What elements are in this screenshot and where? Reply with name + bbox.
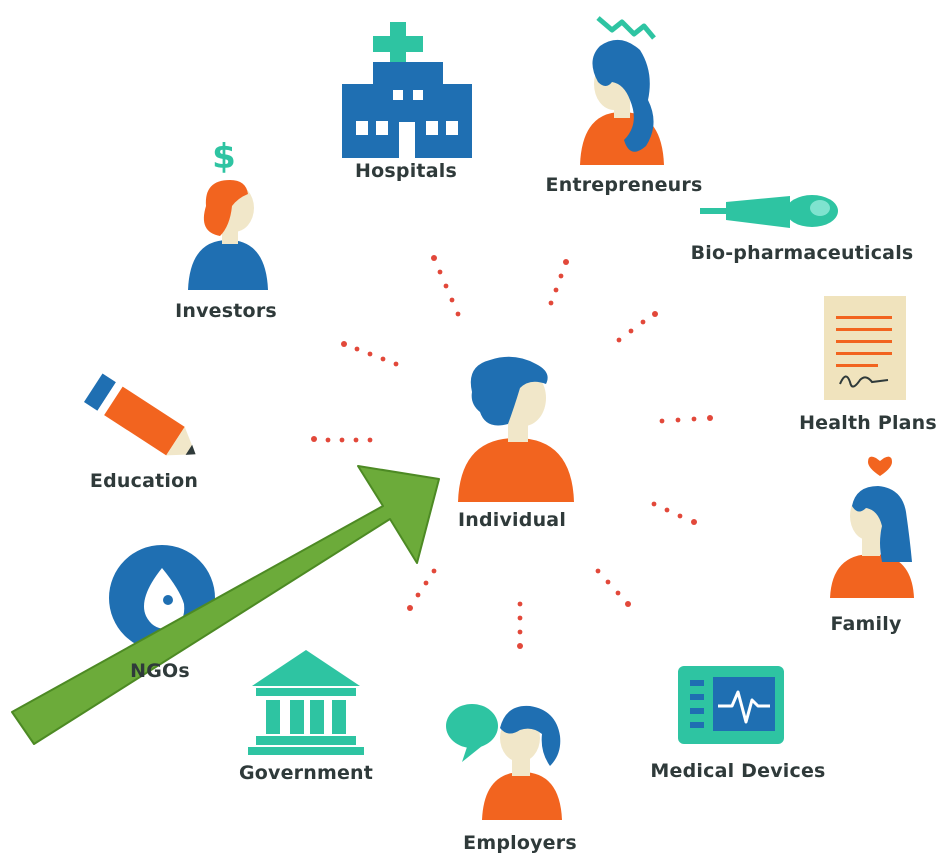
ray-biopharma xyxy=(616,311,658,343)
individual-person-icon xyxy=(458,356,574,502)
node-label-investors: Investors xyxy=(175,300,277,322)
ray-investors xyxy=(341,341,399,367)
ray-family xyxy=(651,501,697,525)
pencil-icon xyxy=(83,373,196,456)
document-signature-icon xyxy=(824,296,906,400)
node-label-government: Government xyxy=(238,762,374,784)
ray-medical-devices xyxy=(595,568,631,607)
node-label-medical-devices: Medical Devices xyxy=(650,760,826,782)
investor-dollar-icon: $ xyxy=(188,137,268,290)
ray-hospitals xyxy=(431,255,461,317)
government-building-icon xyxy=(248,650,364,755)
connector-rays xyxy=(311,255,713,649)
ray-health-plans xyxy=(659,415,713,424)
node-label-hospitals: Hospitals xyxy=(355,160,457,182)
svg-text:$: $ xyxy=(212,137,236,177)
node-label-employers: Employers xyxy=(463,832,577,854)
node-label-ngos: NGOs xyxy=(130,660,190,682)
hospital-icon xyxy=(342,22,472,158)
family-person-heart-icon xyxy=(830,456,914,598)
employer-speech-bubble-icon xyxy=(446,704,562,820)
heart-monitor-icon xyxy=(678,666,784,744)
ray-government xyxy=(407,568,437,611)
ray-entrepreneurs xyxy=(548,259,569,306)
node-label-education: Education xyxy=(89,470,199,492)
ray-education xyxy=(311,436,373,443)
center-label-individual: Individual xyxy=(457,509,567,531)
ray-employers xyxy=(517,601,523,649)
node-label-entrepreneurs: Entrepreneurs xyxy=(545,174,703,196)
entrepreneur-person-icon xyxy=(580,16,664,165)
node-label-health-plans: Health Plans xyxy=(799,412,937,434)
node-label-biopharmaceuticals: Bio-pharmaceuticals xyxy=(690,242,914,264)
node-label-family: Family xyxy=(830,613,902,635)
pointer-arrow-icon xyxy=(11,465,440,745)
syringe-icon xyxy=(700,195,838,228)
